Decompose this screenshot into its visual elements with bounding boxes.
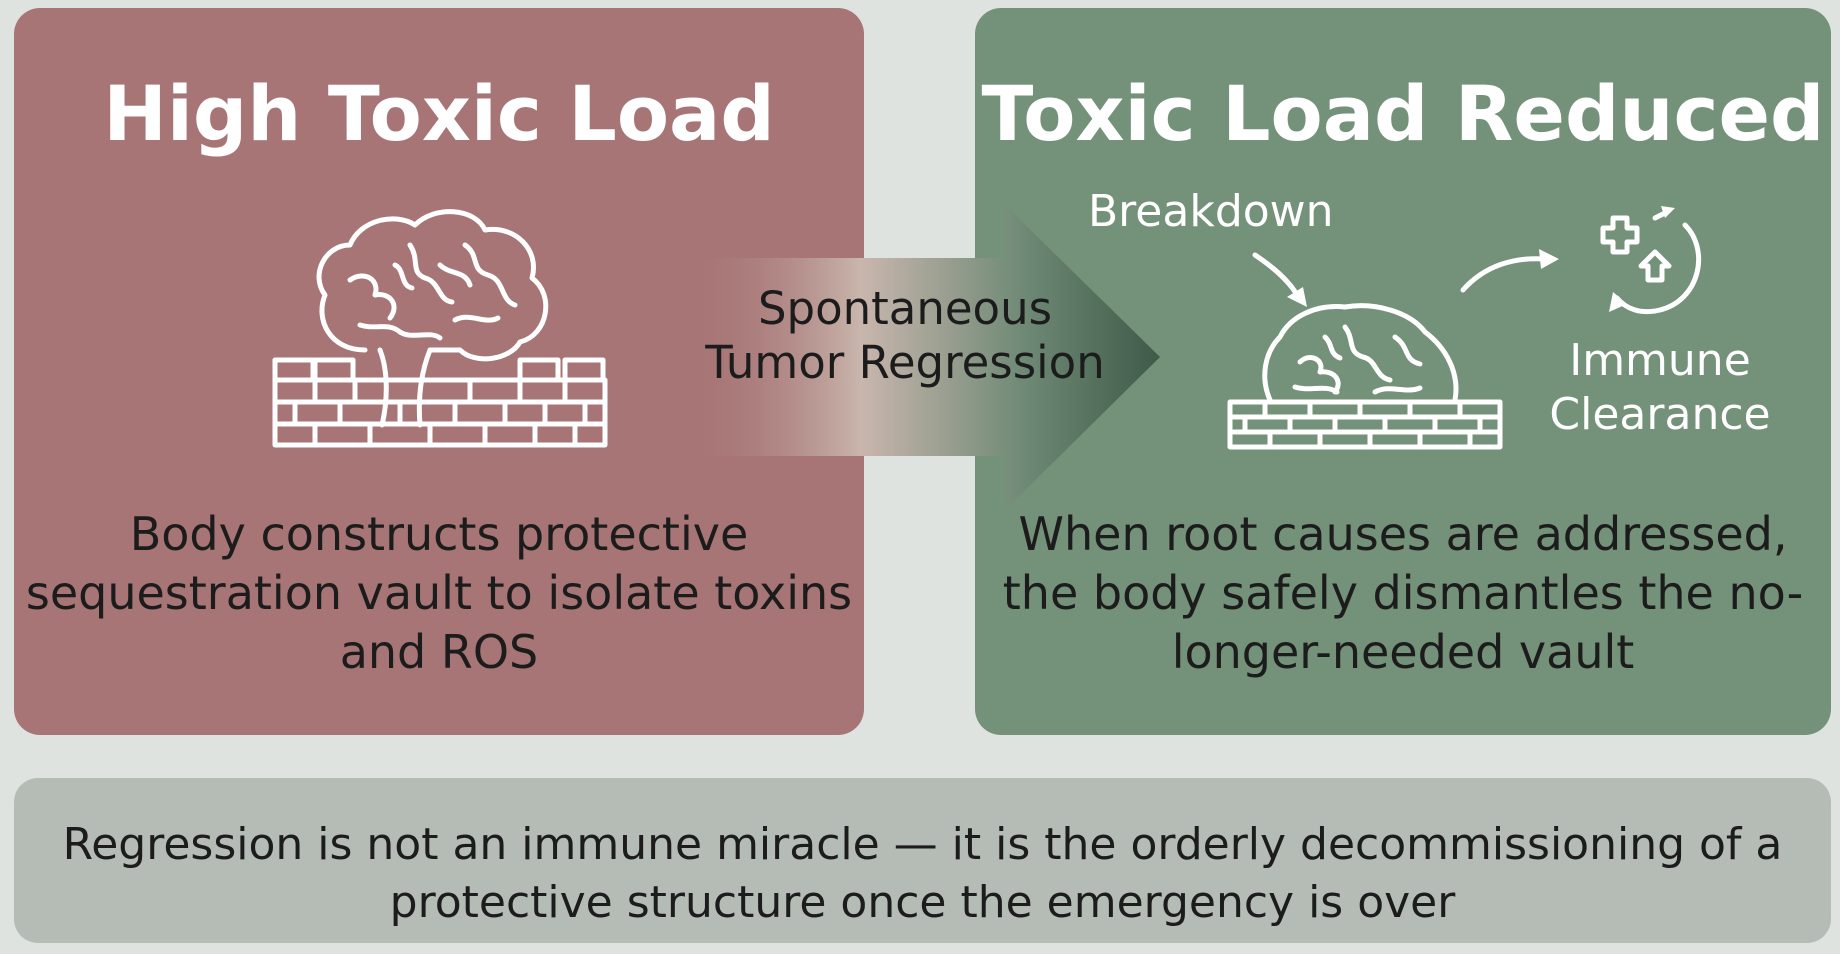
- breakdown-pointer-arrow-icon: [1252, 252, 1307, 307]
- brain-vault-icon: [272, 209, 608, 448]
- right-panel-title: Toxic Load Reduced: [981, 69, 1825, 158]
- arrow-shape: [700, 205, 1160, 510]
- arrow-label: Spontaneous Tumor Regression: [705, 282, 1105, 389]
- clearance-arrow-icon: [1460, 249, 1559, 293]
- breakdown-label: Breakdown: [1088, 186, 1334, 237]
- immune-recycle-icon: [1600, 206, 1702, 315]
- right-panel-description: When root causes are addressed, the body…: [1002, 507, 1804, 679]
- immune-clearance-label: Immune Clearance: [1549, 335, 1771, 440]
- left-panel-description: Body constructs protective sequestration…: [25, 507, 853, 679]
- conclusion-text: Regression is not an immune miracle — it…: [62, 819, 1783, 928]
- left-panel-title: High Toxic Load: [103, 69, 775, 158]
- partial-brain-vault-icon: [1227, 303, 1503, 450]
- conclusion-panel: [14, 778, 1831, 943]
